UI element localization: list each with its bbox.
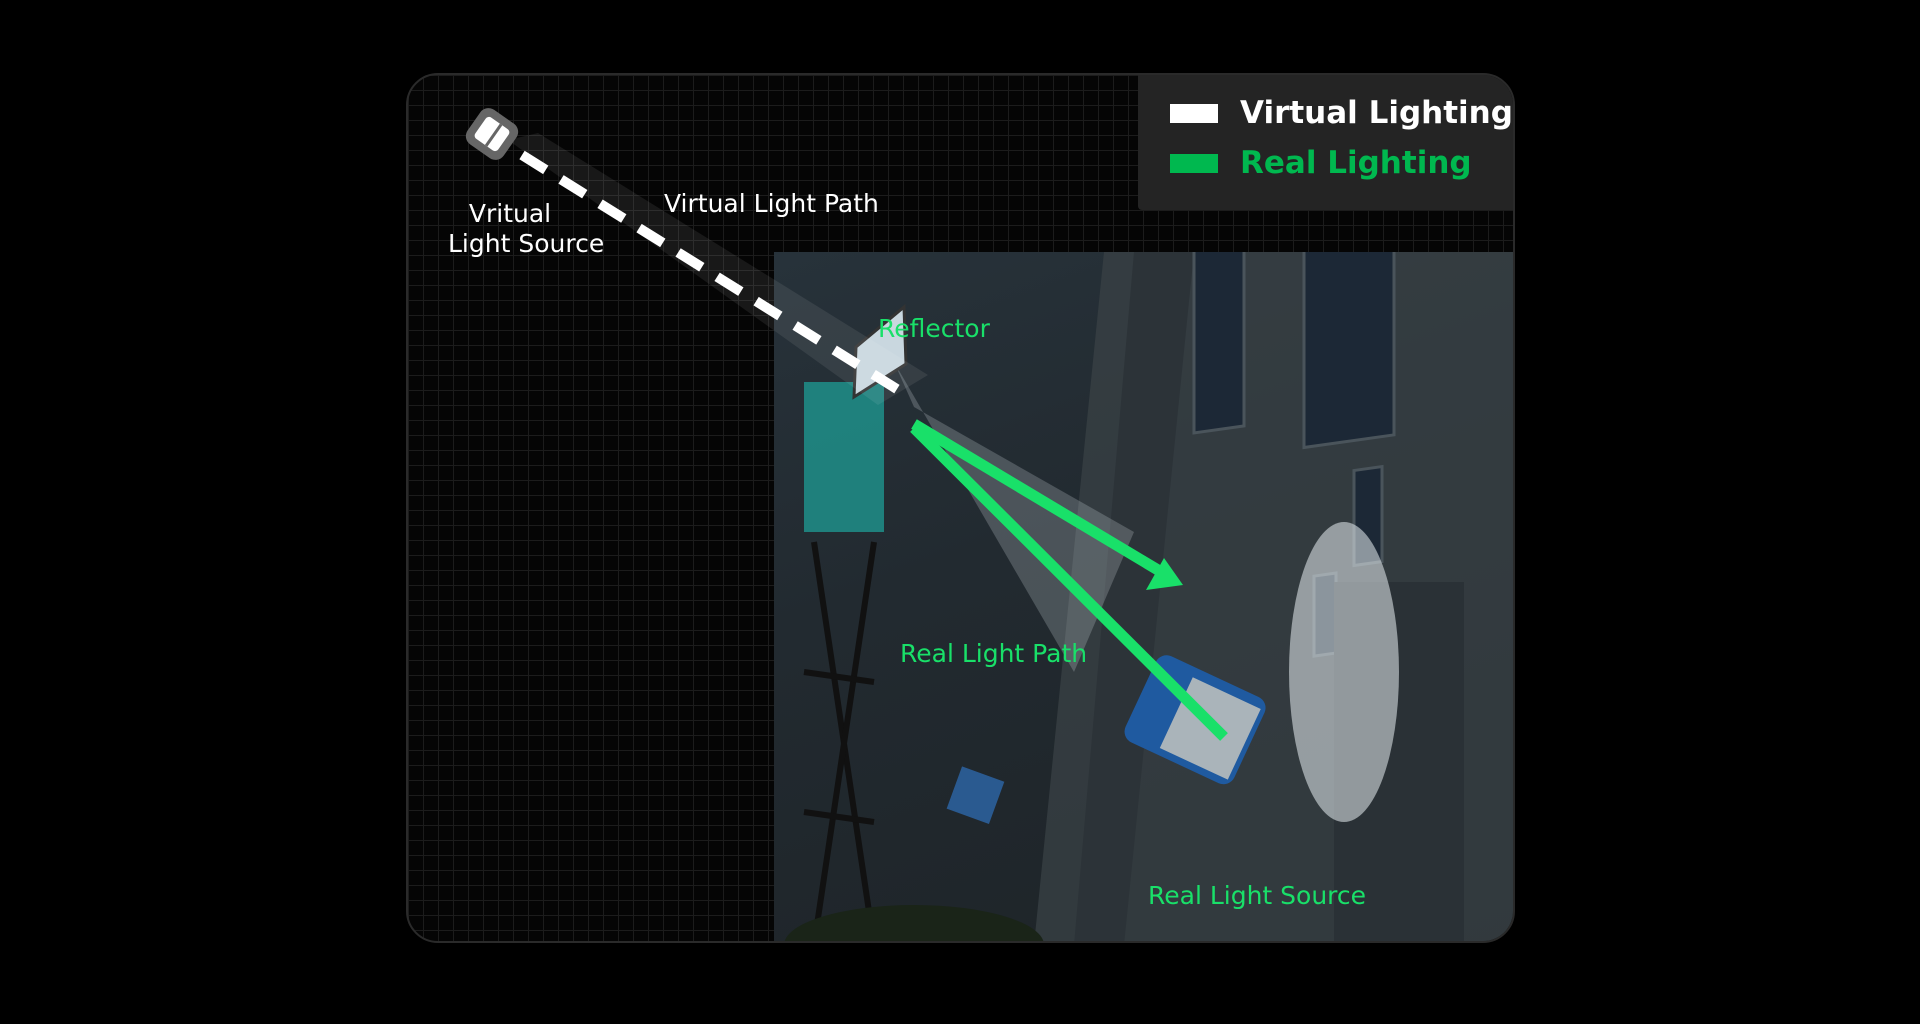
virtual-source-label: Vritual Light Source [448, 199, 605, 259]
legend-swatch-virtual [1170, 103, 1218, 123]
scene-illustration [784, 252, 1513, 941]
virtual-beam-glow [508, 133, 928, 405]
trees [784, 905, 1044, 941]
scene-photo [774, 252, 1513, 941]
legend: Virtual Lighting Real Lighting [1138, 75, 1513, 210]
virtual-source-label-line1: Vritual [468, 199, 552, 228]
virtual-light-source-icon [465, 108, 519, 160]
legend-swatch-real [1170, 153, 1218, 173]
diagram-card: Virtual Lighting Real Lighting Vritual L… [406, 73, 1515, 943]
legend-label-real: Real Lighting [1240, 145, 1472, 181]
legend-item-virtual: Virtual Lighting [1170, 95, 1513, 131]
virtual-light-path-line [519, 150, 903, 396]
virtual-path-label: Virtual Light Path [664, 189, 879, 218]
reflector-label: Reflector [878, 314, 990, 343]
real-path-to-wall [911, 419, 1166, 578]
building-edge [1074, 252, 1194, 941]
real-source-label: Real Light Source [1148, 881, 1367, 910]
legend-item-real: Real Lighting [1170, 145, 1472, 181]
real-path-label: Real Light Path [900, 639, 1088, 668]
real-path-from-source [910, 424, 1228, 741]
arrowhead [1146, 558, 1183, 590]
reflector-panel [852, 303, 908, 400]
light-paths [465, 108, 1228, 741]
secondary-light [946, 766, 1005, 825]
virtual-source-label-line2: Light Source [448, 229, 605, 258]
wall-light-wash [1289, 522, 1399, 822]
legend-label-virtual: Virtual Lighting [1240, 95, 1513, 131]
scissor-lift [803, 382, 884, 941]
